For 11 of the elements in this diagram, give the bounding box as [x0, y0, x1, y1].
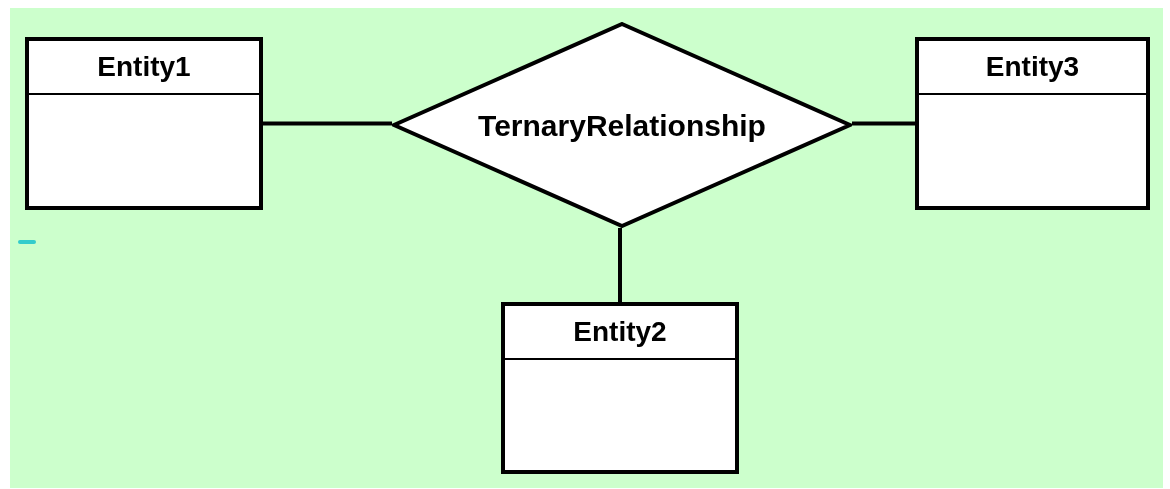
relationship-name: TernaryRelationship [478, 107, 766, 144]
entity-box [915, 37, 1150, 210]
entity-box [501, 302, 739, 474]
entity-name: Entity3 [985, 50, 1080, 84]
entity-name: Entity2 [573, 315, 667, 349]
entity-box [25, 37, 263, 210]
relationship-diamond [392, 22, 852, 228]
connector-line [852, 121, 915, 126]
connector-line [263, 121, 392, 126]
entity-name: Entity1 [97, 50, 191, 84]
connector-line [618, 228, 622, 302]
